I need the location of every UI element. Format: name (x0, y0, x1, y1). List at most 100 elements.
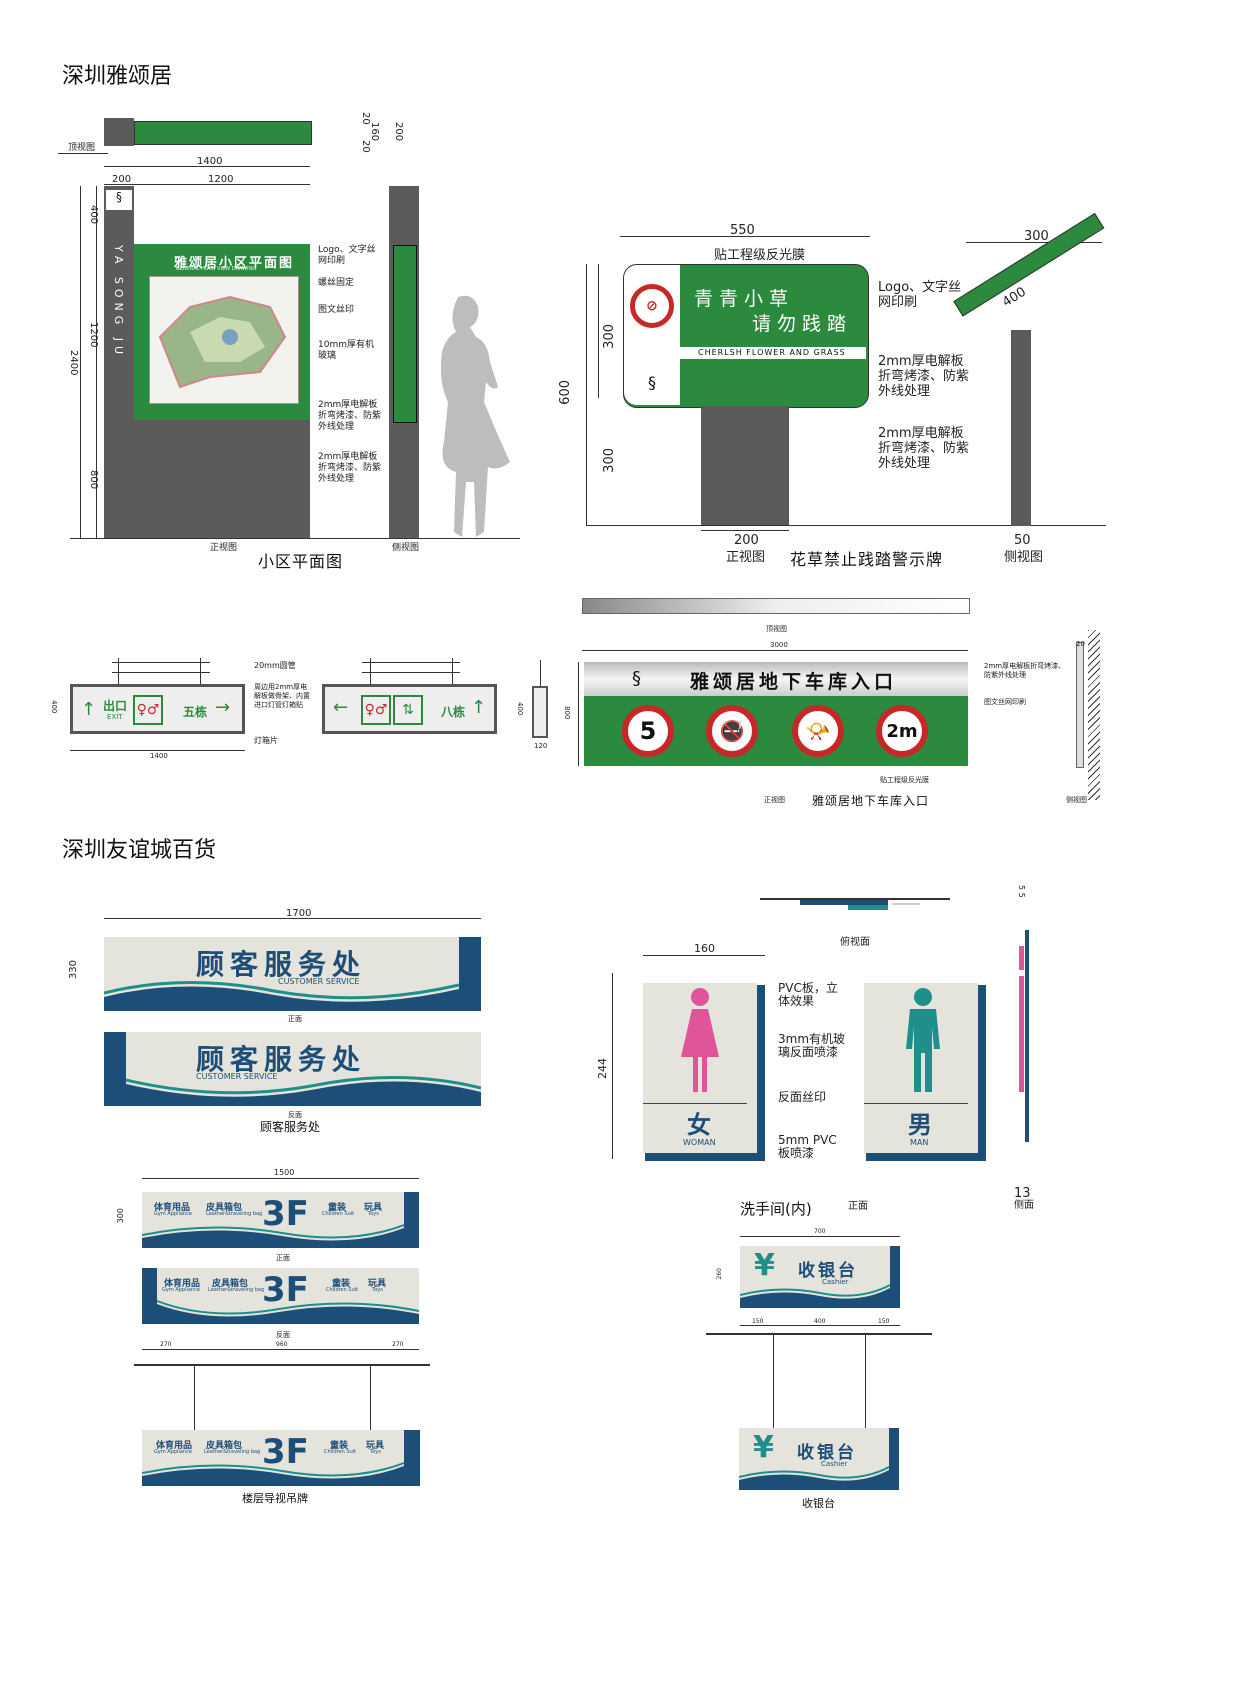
dim-300a: 300 (602, 324, 617, 349)
dim-55: 5 5 (1017, 885, 1026, 898)
dim-800-g: 800 (563, 706, 571, 720)
man-en-label: MAN (910, 1138, 929, 1147)
dim-270b: 270 (392, 1341, 404, 1348)
note-frame: 周边用2mm厚电解板做骨架、内置进口灯管灯箱贴 (254, 683, 310, 709)
garage-note-print: 图文丝网印刷 (984, 698, 1026, 706)
cashier-en-2: Cashier (821, 1460, 848, 1468)
dim-200-top: 200 (393, 122, 404, 142)
dim-13: 13 (1014, 1186, 1031, 1201)
hanging-sign-side (532, 686, 548, 738)
dim-20b: 20 (360, 140, 371, 153)
top-view-panel (134, 121, 312, 145)
grass-note-logo: Logo、文字丝网印刷 (878, 280, 962, 310)
floor-back-kids: 童装 (332, 1279, 351, 1289)
no-trample-icon: ⊘ (624, 265, 680, 347)
exit-en-label: EXIT (107, 713, 123, 721)
floor-item-luggage-en: Leather&traveling bag (206, 1211, 263, 1217)
floor-item-toys-en: Toys (368, 1211, 379, 1217)
section-title-yasongju: 深圳雅颂居 (62, 64, 173, 89)
man-sign: 男 MAN (864, 983, 978, 1153)
service-back-label: 反面 (288, 1111, 302, 1119)
grass-line1: 青青小草 (694, 288, 795, 310)
floor-sign-back: 体育用品 Gym Appliance 皮具箱包 Leather&travelin… (142, 1268, 419, 1324)
floor-back-toys: 玩具 (368, 1279, 387, 1289)
dim-20-g: 20 (1076, 640, 1085, 648)
dim-1700: 1700 (286, 908, 312, 919)
dim-300b: 300 (602, 448, 617, 473)
dim-270a: 270 (160, 1341, 172, 1348)
garage-note-reflective: 贴工程级反光膜 (880, 776, 929, 784)
garage-top-view-label: 顶视图 (766, 625, 787, 633)
logo-mark-icon: § (106, 190, 132, 210)
floor-hang-sports-en: Gym Appliance (154, 1449, 192, 1455)
dim-200-g: 200 (734, 533, 759, 548)
speed-limit-5-icon: 5 (622, 705, 674, 757)
man-figure-icon (906, 988, 940, 1092)
service-en-front: CUSTOMER SERVICE (278, 977, 360, 986)
floor-number: 3F (262, 1194, 309, 1234)
dim-400: 400 (88, 205, 99, 225)
dim-1400-h: 1400 (150, 752, 168, 760)
side-view-label: 侧视图 (392, 543, 420, 553)
toilet-note-acrylic: 3mm有机玻璃反面喷漆 (778, 1032, 846, 1059)
floor-sign-front: 体育用品 Gym Appliance 皮具箱包 Leather&travelin… (142, 1192, 419, 1248)
person-silhouette-icon (440, 295, 510, 537)
garage-note-panel: 2mm厚电解板折弯烤漆、防紫外线处理 (984, 662, 1066, 679)
floor-sign-hanging: 体育用品 Gym Appliance 皮具箱包 Leather&travelin… (142, 1430, 420, 1486)
dim-300: 300 (1024, 229, 1049, 244)
dim-400-h1: 400 (50, 700, 58, 714)
toilet-note-pvc: PVC板，立体效果 (778, 981, 838, 1008)
arrow-up-icon: ↑ (81, 699, 97, 720)
hanging-sign-right: ← ♀♂ ⇅ 八栋 ↑ (322, 684, 497, 734)
dim-50: 50 (1014, 533, 1031, 548)
dim-1200-v: 1200 (88, 322, 99, 348)
garage-side-view: 侧视图 (1066, 796, 1087, 804)
dim-960: 960 (276, 1341, 288, 1348)
grass-english: CHERLSH FLOWER AND GRASS (698, 348, 846, 357)
dim-160: 160 (369, 122, 380, 142)
arrow-right-icon: → (215, 697, 231, 718)
dim-160-t: 160 (694, 942, 715, 955)
dim-2400: 2400 (68, 350, 79, 376)
side-post-g (1011, 330, 1031, 526)
floor-back-toys-en: Toys (372, 1287, 383, 1293)
garage-front-view: 正视图 (764, 796, 785, 804)
front-post (104, 186, 134, 538)
exit-label: 出口 (103, 699, 128, 713)
front-view-label: 正视图 (210, 543, 238, 553)
dim-1400: 1400 (197, 156, 223, 167)
service-caption: 顾客服务处 (260, 1120, 321, 1134)
service-en-back: CUSTOMER SERVICE (196, 1072, 278, 1081)
wall-hatch (1088, 630, 1100, 800)
hanging-sign-left: ↑ 出口 EXIT ♀♂ 五栋 → (70, 684, 245, 734)
grass-front-view: 正视图 (726, 550, 766, 565)
restroom-icon: ♀♂ (133, 695, 163, 725)
toilet-front-label: 正面 (848, 1201, 868, 1212)
elevator-icon: ⇅ (393, 695, 423, 725)
dim-3000: 3000 (770, 641, 788, 649)
floor-back-luggage: 皮具箱包 (212, 1279, 249, 1289)
grass-post (701, 406, 789, 526)
cashier-title: 收银台 (798, 1261, 858, 1281)
note-panel-b: 2mm厚电解板折弯烤漆、防紫外线处理 (318, 452, 382, 484)
note-panel-a: 2mm厚电解板折弯烤漆、防紫外线处理 (318, 400, 382, 432)
cashier-sign-hanging: ¥ 收银台 Cashier (739, 1428, 899, 1490)
cashier-en: Cashier (822, 1278, 849, 1286)
floor-item-kids: 童装 (328, 1203, 347, 1213)
floor-hang-kids: 童装 (330, 1441, 349, 1451)
floor-back-sports-en: Gym Appliance (162, 1287, 200, 1293)
dim-400-c: 400 (814, 1318, 826, 1325)
note-lightbox: 灯箱片 (254, 736, 278, 745)
floor-hang-number: 3F (262, 1432, 309, 1472)
vertical-brand-text: YA SONG JU (112, 245, 125, 360)
cashier-sign-front: ¥ 收银台 Cashier (740, 1246, 900, 1308)
floor-hang-luggage-en: Leather&traveling bag (204, 1449, 261, 1455)
garage-header-band: § 雅颂居地下车库入口 (584, 662, 968, 696)
front-lower-panel (134, 420, 310, 538)
garage-side-panel (1076, 642, 1084, 768)
floor-item-kids-en: Children Suit (322, 1211, 355, 1217)
floor-caption: 楼层导视吊牌 (242, 1492, 308, 1505)
side-panel (393, 245, 417, 423)
logo-mark-icon-3: § (632, 668, 641, 689)
note-graphic-print: 图文丝印 (318, 305, 355, 315)
